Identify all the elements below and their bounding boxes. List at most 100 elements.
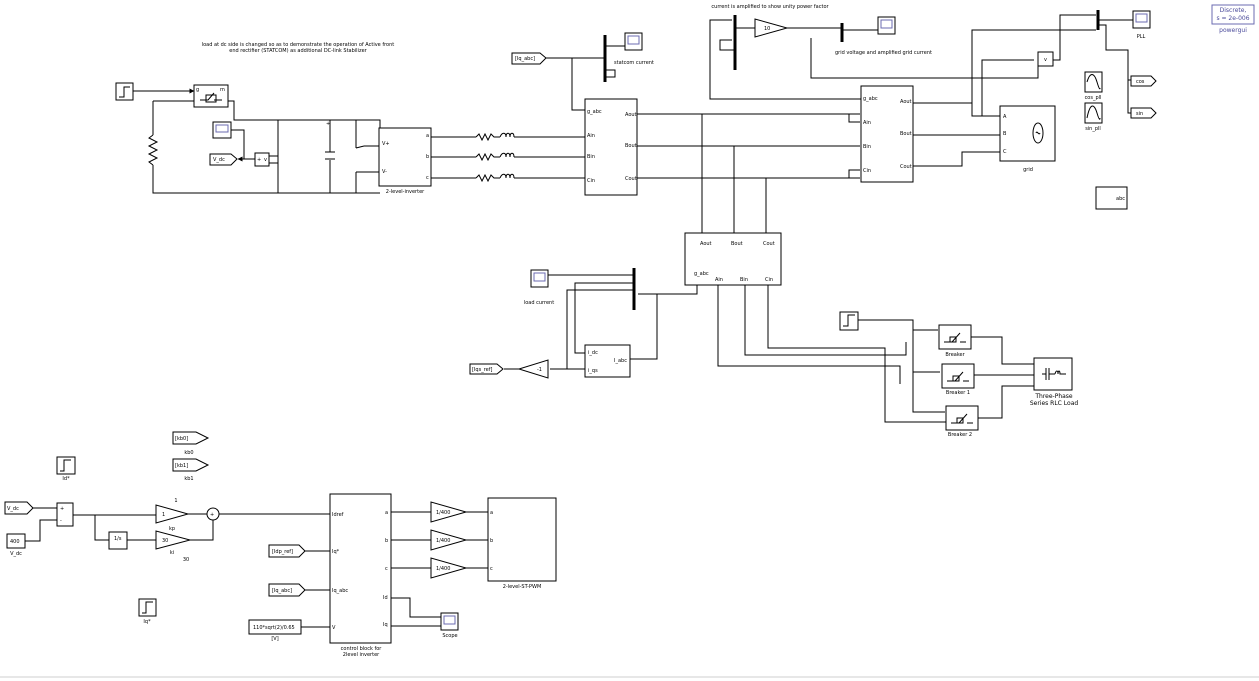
scope-id-iq[interactable]: [440, 612, 459, 631]
from-idp-ref[interactable]: [Idp_ref]: [268, 544, 306, 558]
inv-port-c: c: [426, 175, 429, 181]
const-vexpr-text: 110*sqrt(2)/0.65: [253, 625, 295, 631]
m3-gabc: g_abc: [694, 271, 709, 277]
ideal-switch-block[interactable]: m g: [193, 84, 229, 108]
gain-10-text: 10: [764, 26, 770, 32]
dc-load-resistor: [147, 134, 159, 166]
breaker2-block[interactable]: [945, 405, 979, 431]
inv-port-a: a: [426, 133, 429, 139]
from-v-dc[interactable]: V_dc: [4, 501, 34, 515]
note-dc-line2: end rectifier (STATCOM) as additional DC…: [229, 48, 367, 54]
grid-voltage-label: grid voltage and amplified grid current: [835, 50, 932, 56]
goto-iq-abc-top-text: [Iq_abc]: [515, 56, 535, 62]
dc-scope[interactable]: [212, 121, 232, 139]
from-kb0[interactable]: [kb0]: [172, 431, 210, 445]
const-400-text: 400: [10, 539, 20, 545]
pwm-b: b: [490, 538, 493, 544]
kb0-label: kb0: [184, 450, 193, 456]
rlc-label-line2: Series RLC Load: [1030, 400, 1079, 407]
rlc-label-line1: Three-Phase: [1034, 393, 1073, 400]
breaker1-label: Breaker 1: [946, 390, 970, 396]
from-v-dc-text: V_dc: [7, 506, 19, 512]
breaker1-block[interactable]: [941, 363, 975, 389]
pwm-block[interactable]: a b c: [487, 497, 557, 582]
m3-cout: Cout: [763, 241, 775, 247]
m1-gabc: g_abc: [587, 109, 602, 115]
ctrl-iqo: Iq: [383, 622, 388, 628]
m2-bout: Bout: [900, 131, 912, 137]
abs-v-block[interactable]: v: [1037, 51, 1054, 67]
gain-10[interactable]: 10: [754, 18, 789, 38]
from-idp-ref-text: [Idp_ref]: [272, 549, 293, 555]
goto-v-dc[interactable]: V_dc: [209, 153, 238, 166]
statcom-current-label: statcom current: [614, 60, 654, 66]
load-measurement-block[interactable]: Aout Bout Cout g_abc Ain Bin Cin: [684, 232, 782, 286]
statcom-scope[interactable]: [624, 32, 643, 51]
gain-ki-text: 30: [162, 538, 168, 544]
sin-pll-block[interactable]: [1084, 102, 1103, 124]
powergui-label: powergui: [1219, 27, 1247, 34]
goto-iq-abc-top[interactable]: [Iq_abc]: [511, 52, 547, 65]
breaker-label: Breaker: [945, 352, 965, 358]
goto-cos-text: cos: [1136, 79, 1145, 85]
powergui-block[interactable]: Discrete, s = 2e-006 powergui: [1211, 4, 1255, 34]
gain-400-b[interactable]: 1/400: [430, 529, 468, 551]
goto-cos[interactable]: cos: [1130, 75, 1157, 87]
note-amplified: current is amplified to show unity power…: [711, 4, 829, 10]
rl-filter-b: [431, 152, 585, 162]
m3-ain: Ain: [715, 277, 723, 283]
goto-iqs-ref[interactable]: [Iqs_ref]: [469, 363, 504, 375]
inverter-label: 2-level-inverter: [386, 189, 425, 195]
transform-block[interactable]: abc: [1095, 186, 1128, 210]
sum-vdc-minus: -: [60, 518, 62, 524]
pll-scope[interactable]: [1132, 10, 1151, 29]
ctrl-id: Id: [383, 595, 388, 601]
gain-400-c[interactable]: 1/400: [430, 557, 468, 579]
sum-pi[interactable]: +: [206, 507, 220, 521]
from-kb1[interactable]: [kb1]: [172, 458, 210, 472]
sum-vdc-plus: +: [60, 506, 64, 512]
v-bracket-label: [V]: [271, 636, 278, 642]
statcom-measurement-block[interactable]: g_abc Ain Bin Cin Aout Bout Cout: [584, 98, 638, 196]
control-label-line2: 2level inverter: [343, 652, 380, 658]
m1-bin: Bin: [587, 154, 595, 160]
from-iq-abc-text: [Iq_abc]: [272, 588, 292, 594]
iq-star-step[interactable]: [138, 598, 157, 617]
rectifier-control-block[interactable]: i_dc i_qs I_abc: [584, 344, 631, 378]
three-phase-rlc-load[interactable]: [1033, 357, 1073, 391]
breaker-block[interactable]: [938, 324, 972, 350]
grid-scope[interactable]: [877, 16, 896, 35]
voltage-measurement-block[interactable]: + v: [254, 152, 270, 167]
const-vexpr[interactable]: 110*sqrt(2)/0.65: [248, 619, 302, 635]
from-iq-abc[interactable]: [Iq_abc]: [268, 583, 306, 597]
grid-port-b: B: [1003, 131, 1007, 137]
id-star-step[interactable]: [56, 456, 76, 475]
kp-gain-value: 1: [174, 498, 177, 504]
gain-neg1-text: -1: [537, 367, 542, 373]
note-dc-line1: load at dc side is changed so as to demo…: [202, 42, 395, 48]
gain-ki[interactable]: 30: [155, 530, 192, 550]
grid-source-block[interactable]: A B C: [999, 105, 1056, 162]
two-level-inverter-block[interactable]: V+ V- a b c: [378, 127, 432, 187]
gain-kp[interactable]: 1: [155, 504, 190, 524]
grid-measurement-block[interactable]: g_abc Ain Bin Cin Aout Bout Cout: [860, 85, 914, 183]
gain-400-a[interactable]: 1/400: [430, 501, 468, 523]
switch-port-g: g: [196, 87, 199, 93]
gain-neg1[interactable]: -1: [517, 359, 549, 379]
cos-pll-block[interactable]: [1084, 71, 1103, 93]
m2-aout: Aout: [900, 99, 912, 105]
load-step-source[interactable]: [839, 311, 859, 331]
v-dc-label: V_dc: [10, 551, 22, 557]
goto-sin[interactable]: sin: [1130, 107, 1157, 119]
integrator-block[interactable]: 1/s: [108, 531, 128, 550]
control-block-2level[interactable]: Idref Iq* Iq_abc V a b c Id Iq: [329, 493, 392, 644]
discrete-label: Discrete,: [1220, 7, 1247, 14]
load-scope[interactable]: [530, 269, 549, 288]
pll-label: PLL: [1137, 34, 1146, 40]
cos-pll-label: cos_pll: [1085, 95, 1102, 101]
step-source-dc[interactable]: [115, 82, 134, 101]
m3-cin: Cin: [765, 277, 773, 283]
sum-vdc[interactable]: + -: [56, 502, 74, 527]
m3-bout: Bout: [731, 241, 743, 247]
const-400[interactable]: 400: [6, 533, 26, 549]
